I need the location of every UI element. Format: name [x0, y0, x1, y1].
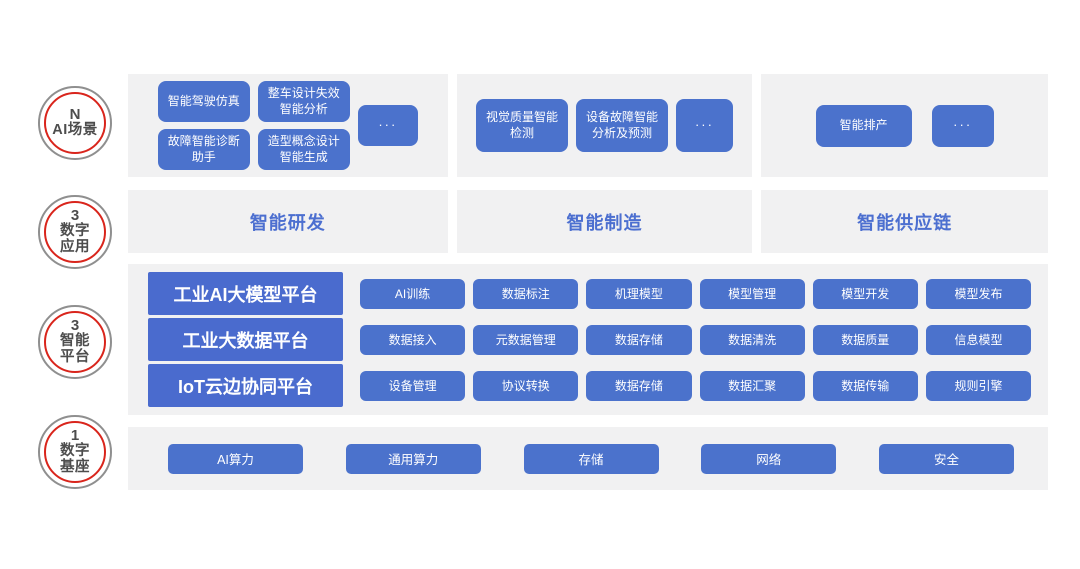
badge-digital-foundation: 1 数字 基座 — [38, 415, 112, 489]
capability-box: 数据传输 — [812, 370, 918, 401]
app-title-supply: 智能供应链 — [857, 212, 953, 233]
badge-text-line: 数字 — [60, 223, 90, 240]
capability-box: 数据存储 — [586, 370, 692, 401]
capability-box: AI训练 — [360, 278, 466, 309]
foundation-box-ai-compute: AI算力 — [168, 443, 303, 474]
foundation-box-storage: 存储 — [523, 443, 659, 474]
badge-text-line: 基座 — [60, 459, 90, 476]
platform-capabilities: 设备管理 协议转换 数据存储 数据汇聚 数据传输 规则引擎 — [360, 370, 1032, 401]
capability-box: 数据质量 — [812, 324, 918, 355]
badge-digital-foundation-label: 1 数字 基座 — [44, 421, 106, 483]
rd-scenario-column: 整车设计失效 智能分析 造型概念设计 智能生成 — [257, 81, 350, 170]
panel-mfg-scenarios: 视觉质量智能 检测 设备故障智能 分析及预测 ··· — [456, 74, 753, 177]
app-panel-supply: 智能供应链 — [761, 190, 1048, 253]
badge-text-line: AI场景 — [52, 122, 98, 139]
scenario-box-fault-diagnosis-assistant: 故障智能诊断 助手 — [157, 129, 250, 170]
capability-box: 设备管理 — [360, 370, 466, 401]
badge-text-line: 应用 — [60, 239, 90, 256]
foundation-box-general-compute: 通用算力 — [345, 443, 481, 474]
foundation-box-network: 网络 — [701, 443, 837, 474]
app-panel-mfg: 智能制造 — [456, 190, 753, 253]
capability-box: 数据存储 — [586, 324, 692, 355]
capability-box: 数据清洗 — [699, 324, 805, 355]
platform-row-ai-model: 工业AI大模型平台 AI训练 数据标注 机理模型 模型管理 模型开发 模型发布 — [148, 272, 1032, 315]
scenario-box-more: ··· — [675, 99, 733, 152]
capability-box: 数据接入 — [360, 324, 466, 355]
platform-row-iot: IoT云边协同平台 设备管理 协议转换 数据存储 数据汇聚 数据传输 规则引擎 — [148, 364, 1032, 407]
badge-text-line: 数字 — [60, 443, 90, 460]
scenario-box-more: ··· — [931, 104, 994, 147]
scenario-box-vehicle-design-failure-analysis: 整车设计失效 智能分析 — [257, 81, 350, 122]
badge-ai-scenarios-label: N AI场景 — [44, 92, 106, 154]
scenario-box-visual-quality-inspection: 视觉质量智能 检测 — [475, 99, 568, 152]
app-title-mfg: 智能制造 — [566, 212, 643, 233]
scenario-box-smart-scheduling: 智能排产 — [815, 104, 912, 147]
badge-smart-platforms: 3 智能 平台 — [38, 305, 112, 379]
platform-capabilities: 数据接入 元数据管理 数据存储 数据清洗 数据质量 信息模型 — [360, 324, 1032, 355]
badge-text-line: 平台 — [60, 349, 90, 366]
capability-box: 规则引擎 — [925, 370, 1032, 401]
badge-number: 3 — [70, 317, 80, 335]
badge-digital-applications-label: 3 数字 应用 — [44, 201, 106, 263]
capability-box: 模型管理 — [699, 278, 805, 309]
badge-number: 3 — [70, 207, 80, 225]
ai-scenarios-row: 智能驾驶仿真 故障智能诊断 助手 整车设计失效 智能分析 造型概念设计 智能生成… — [128, 74, 1048, 177]
capability-box: 模型开发 — [812, 278, 918, 309]
capability-box: 数据标注 — [473, 278, 579, 309]
capability-box: 元数据管理 — [473, 324, 579, 355]
capability-box: 信息模型 — [925, 324, 1032, 355]
badge-number: 1 — [70, 427, 80, 445]
app-title-rd: 智能研发 — [249, 212, 326, 233]
scenario-box-equipment-fault-prediction: 设备故障智能 分析及预测 — [575, 99, 668, 152]
capability-box: 协议转换 — [473, 370, 579, 401]
rd-scenario-column: 智能驾驶仿真 故障智能诊断 助手 — [157, 81, 250, 170]
foundation-box-security: 安全 — [879, 443, 1014, 474]
smart-platforms-panel: 工业AI大模型平台 AI训练 数据标注 机理模型 模型管理 模型开发 模型发布 … — [128, 264, 1048, 415]
platform-row-big-data: 工业大数据平台 数据接入 元数据管理 数据存储 数据清洗 数据质量 信息模型 — [148, 318, 1032, 361]
digital-applications-row: 智能研发 智能制造 智能供应链 — [128, 190, 1048, 253]
scenario-box-more: ··· — [357, 105, 418, 146]
platform-capabilities: AI训练 数据标注 机理模型 模型管理 模型开发 模型发布 — [360, 278, 1032, 309]
badge-digital-applications: 3 数字 应用 — [38, 195, 112, 269]
scenario-box-styling-concept-generation: 造型概念设计 智能生成 — [257, 129, 350, 170]
capability-box: 机理模型 — [586, 278, 692, 309]
panel-rd-scenarios: 智能驾驶仿真 故障智能诊断 助手 整车设计失效 智能分析 造型概念设计 智能生成… — [128, 74, 448, 177]
platform-label-big-data: 工业大数据平台 — [148, 318, 343, 361]
platform-label-iot: IoT云边协同平台 — [148, 364, 343, 407]
badge-text-line: 智能 — [60, 333, 90, 350]
app-panel-rd: 智能研发 — [128, 190, 448, 253]
badge-smart-platforms-label: 3 智能 平台 — [44, 311, 106, 373]
capability-box: 数据汇聚 — [699, 370, 805, 401]
capability-box: 模型发布 — [925, 278, 1032, 309]
platform-label-ai-model: 工业AI大模型平台 — [148, 272, 343, 315]
panel-supply-scenarios: 智能排产 ··· — [761, 74, 1048, 177]
scenario-box-driving-simulation: 智能驾驶仿真 — [157, 81, 250, 122]
badge-ai-scenarios: N AI场景 — [38, 86, 112, 160]
digital-foundation-panel: AI算力 通用算力 存储 网络 安全 — [128, 427, 1048, 490]
badge-number: N — [69, 106, 81, 124]
